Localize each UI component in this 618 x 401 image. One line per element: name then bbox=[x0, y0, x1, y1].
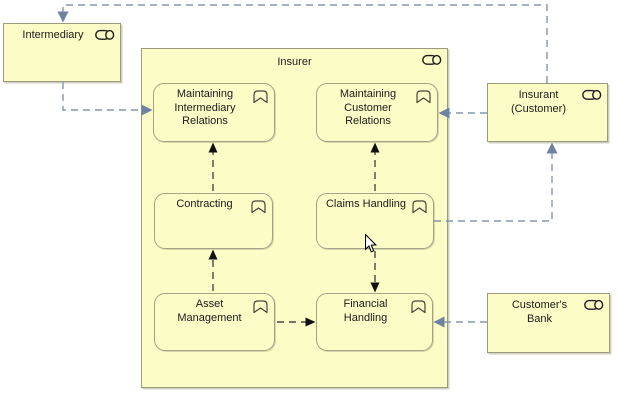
node-maintaining-customer-relations[interactable]: Maintaining Customer Relations bbox=[316, 83, 438, 142]
business-role-icon bbox=[584, 299, 604, 311]
connection-claims-handling-to-insurant[interactable] bbox=[434, 142, 558, 222]
business-role-icon bbox=[422, 54, 442, 66]
node-claims-handling[interactable]: Claims Handling bbox=[316, 193, 434, 249]
business-function-icon bbox=[410, 299, 427, 314]
financial-handling-label: Financial Handling bbox=[343, 298, 388, 324]
mir-label: Maintaining Intermediary Relations bbox=[174, 88, 236, 127]
insurer-title: Insurer bbox=[142, 56, 447, 70]
node-insurant-customer[interactable]: Insurant (Customer) bbox=[487, 83, 608, 142]
intermediary-label: Intermediary bbox=[22, 29, 84, 41]
business-function-icon bbox=[250, 199, 267, 214]
node-intermediary[interactable]: Intermediary bbox=[3, 23, 121, 82]
asset-management-label: Asset Management bbox=[177, 298, 242, 324]
mcr-label: Maintaining Customer Relations bbox=[339, 88, 397, 127]
connection-intermediary-to-maintaining-intermediary-relations[interactable] bbox=[62, 82, 153, 116]
business-role-icon bbox=[582, 89, 602, 101]
business-function-icon bbox=[252, 299, 269, 314]
insurer-title-label: Insurer bbox=[277, 56, 312, 68]
node-asset-management[interactable]: Asset Management bbox=[154, 293, 275, 351]
node-maintaining-intermediary-relations[interactable]: Maintaining Intermediary Relations bbox=[153, 83, 275, 142]
claims-handling-label: Claims Handling bbox=[325, 198, 407, 210]
node-contracting[interactable]: Contracting bbox=[154, 193, 273, 249]
business-role-icon bbox=[95, 29, 115, 41]
connection-insurant-to-intermediary[interactable] bbox=[57, 4, 548, 83]
customers-bank-label: Customer's Bank bbox=[511, 299, 568, 325]
contracting-label: Contracting bbox=[176, 198, 233, 210]
insurant-label: Insurant (Customer) bbox=[510, 89, 566, 115]
business-function-icon bbox=[252, 89, 269, 104]
node-customers-bank[interactable]: Customer's Bank bbox=[487, 293, 610, 353]
node-financial-handling[interactable]: Financial Handling bbox=[316, 293, 433, 351]
business-function-icon bbox=[411, 199, 428, 214]
business-function-icon bbox=[415, 89, 432, 104]
mouse-pointer-icon bbox=[365, 234, 379, 254]
